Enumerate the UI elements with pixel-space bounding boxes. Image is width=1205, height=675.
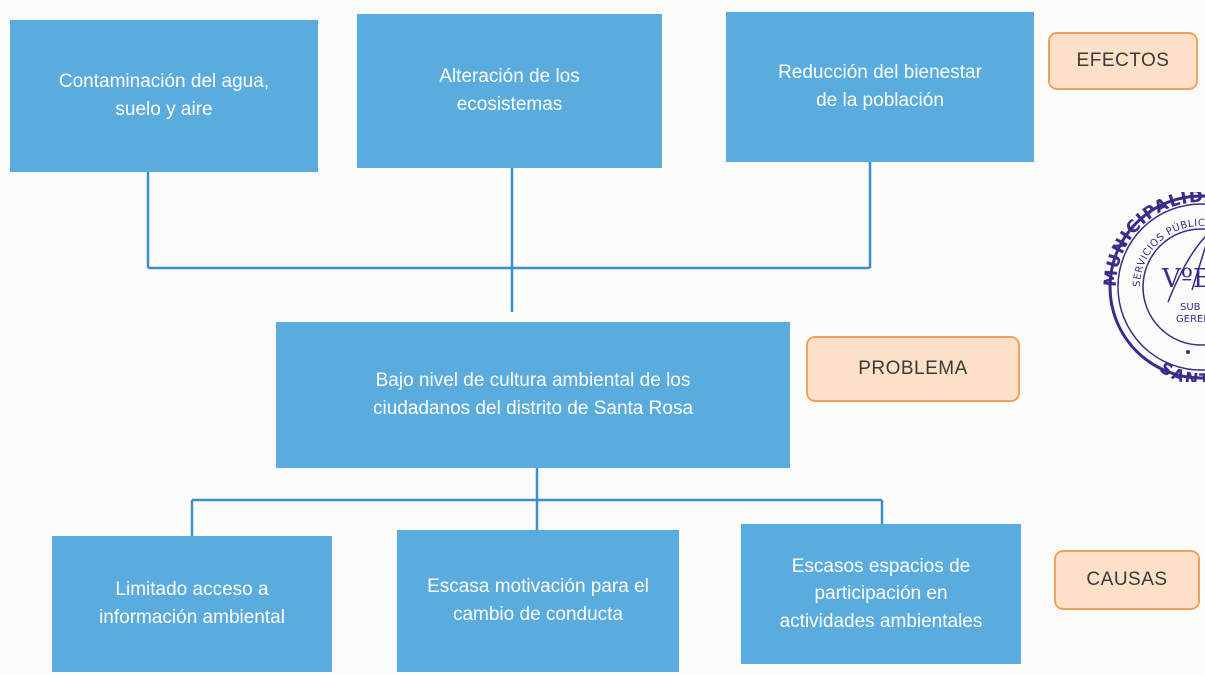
seal-sub-text: SUB	[1180, 302, 1201, 313]
causes-label: CAUSAS	[1054, 550, 1200, 610]
effect-box-ecosystem-alteration: Alteración de los ecosistemas	[357, 14, 662, 168]
effects-label: EFECTOS	[1048, 32, 1198, 90]
cause-box-information-access: Limitado acceso a información ambiental	[52, 536, 332, 672]
seal-gerencia-text: GERENC	[1176, 314, 1205, 325]
effect-box-wellbeing-reduction: Reducción del bienestar de la población	[726, 12, 1034, 162]
effect-box-water-pollution: Contaminación del agua, suelo y aire	[10, 20, 318, 172]
problem-box: Bajo nivel de cultura ambiental de los c…	[276, 322, 790, 468]
cause-box-motivation: Escasa motivación para el cambio de cond…	[397, 530, 679, 672]
cause-box-participation-spaces: Escasos espacios de participación en act…	[741, 524, 1021, 664]
municipal-seal-stamp: MUNICIPALIDAD DI SERVICIOS PÚBLICOS Y SA…	[1088, 192, 1205, 382]
problem-label: PROBLEMA	[806, 336, 1020, 402]
